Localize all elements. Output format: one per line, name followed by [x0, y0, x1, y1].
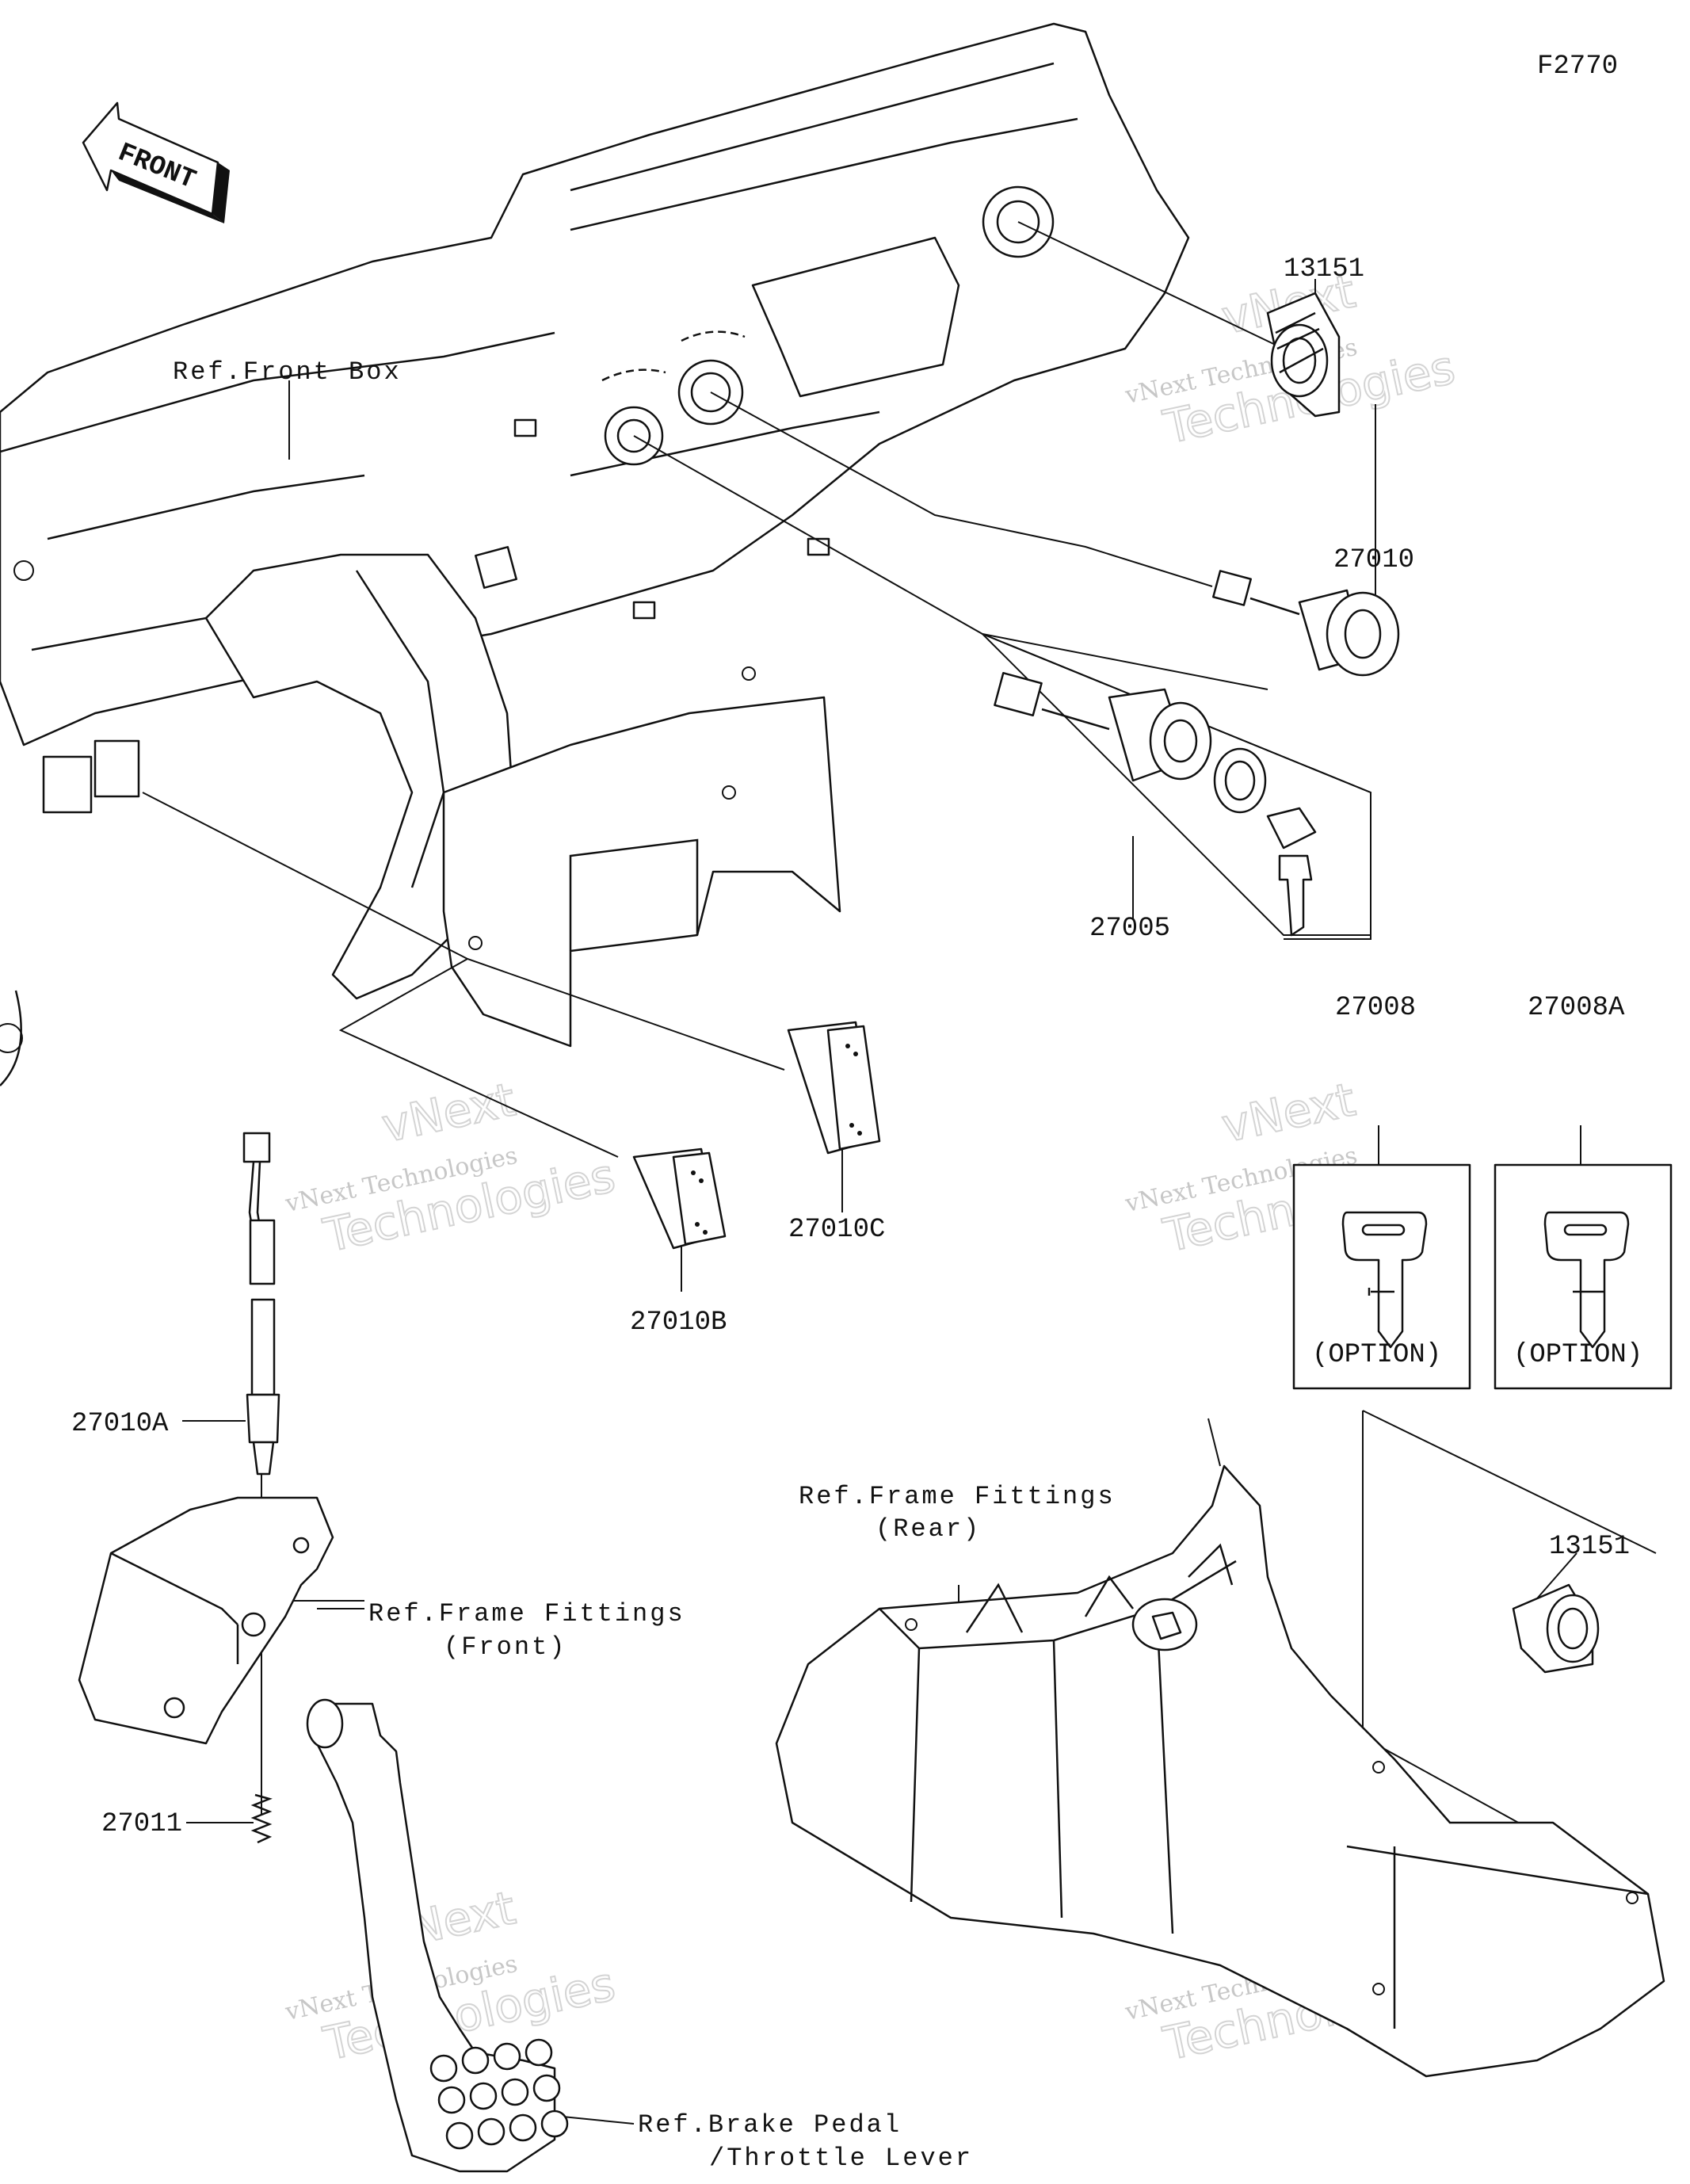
- option-label-27008A: (OPTION): [1513, 1340, 1642, 1370]
- power-socket-13151-top: [1266, 292, 1341, 418]
- option-box-27008: (OPTION): [1292, 1163, 1471, 1390]
- rocker-switch-27010B: [632, 1147, 727, 1250]
- part-label-13151-top: 13151: [1284, 254, 1364, 284]
- ref-brake-pedal-line1: Ref.Brake Pedal: [638, 2110, 902, 2140]
- ref-front-box: Ref.Front Box: [173, 357, 402, 387]
- part-label-27010B: 27010B: [630, 1308, 727, 1338]
- ignition-switch-27005: [982, 633, 1371, 940]
- ref-frame-front-line2: (Front): [444, 1632, 567, 1662]
- brake-switch-27010A: [242, 1132, 280, 1476]
- brake-pedal: [306, 1698, 569, 2173]
- diagram-code: F2770: [1537, 52, 1618, 82]
- option-label-27008: (OPTION): [1312, 1340, 1441, 1370]
- part-label-27005: 27005: [1089, 914, 1170, 944]
- front-arrow-icon: FRONT: [82, 101, 230, 223]
- watermark: vNext vNext Technologies Technologies: [282, 1071, 620, 1263]
- part-label-13151-bottom: 13151: [1549, 1532, 1630, 1562]
- option-box-27008A: (OPTION): [1494, 1163, 1673, 1390]
- part-label-27010C: 27010C: [788, 1215, 885, 1245]
- part-label-27008: 27008: [1335, 993, 1416, 1023]
- ref-frame-rear-line1: Ref.Frame Fittings: [799, 1482, 1116, 1511]
- pedal-pad-holes: [429, 2038, 569, 2150]
- ref-frame-front-line1: Ref.Frame Fittings: [368, 1599, 685, 1628]
- part-label-27008A: 27008A: [1528, 993, 1625, 1023]
- spring-27011: [250, 1793, 273, 1844]
- svg-text:vNext: vNext: [377, 1072, 520, 1153]
- part-label-27010A: 27010A: [71, 1409, 169, 1439]
- ref-brake-pedal-line2: /Throttle Lever: [709, 2144, 973, 2173]
- part-label-27011: 27011: [101, 1809, 182, 1839]
- rocker-switch-27010C: [787, 1021, 881, 1155]
- frame-fitting-front: [78, 1496, 334, 1745]
- svg-text:vNext: vNext: [1217, 1072, 1360, 1153]
- power-socket-13151-bottom: [1512, 1583, 1600, 1674]
- part-label-27010: 27010: [1333, 545, 1414, 575]
- frame-fitting-rear: [775, 1464, 1665, 2078]
- switch-27010: [1212, 570, 1400, 677]
- ref-frame-rear-line2: (Rear): [876, 1514, 981, 1544]
